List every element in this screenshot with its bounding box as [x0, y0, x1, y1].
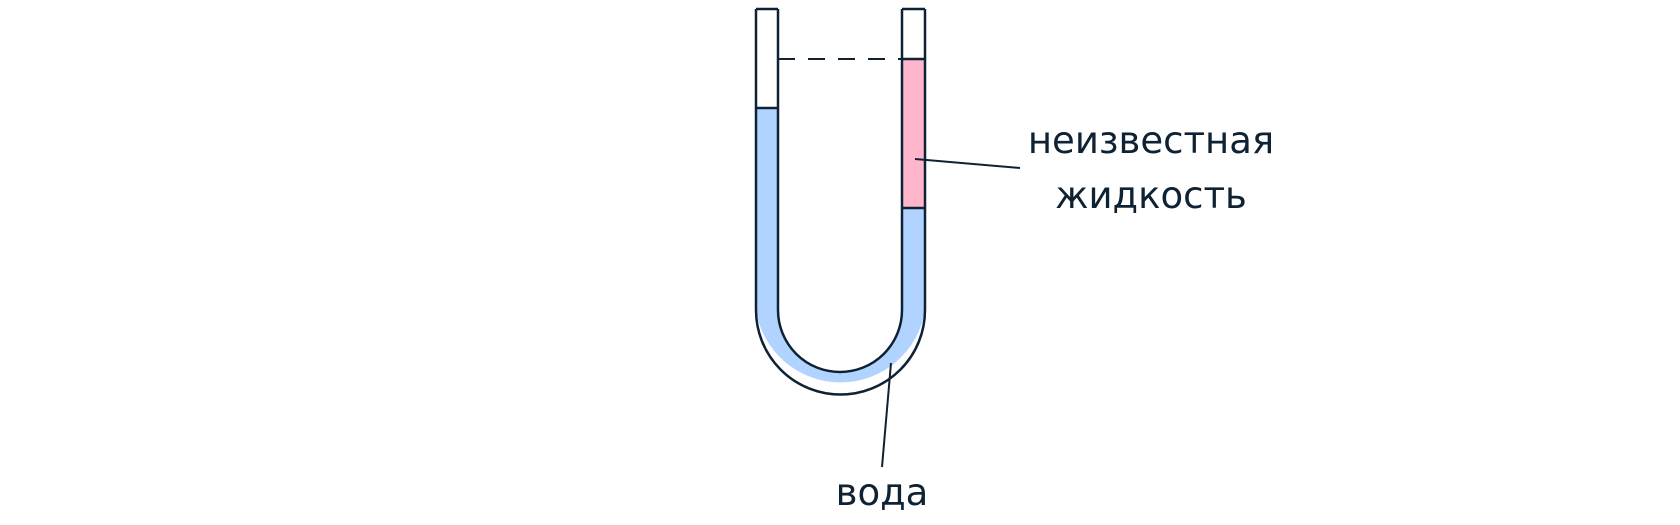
water-leader [881, 362, 892, 468]
unknown-liquid-fill [902, 59, 925, 208]
unknown-liquid-label-line2: жидкость [1055, 174, 1247, 217]
water-fill [756, 108, 925, 383]
tube-inner-wall [776, 9, 904, 374]
unknown-liquid-leader [914, 158, 1021, 169]
tube-outer-wall [754, 9, 927, 396]
unknown-liquid-label-line1: неизвестная [1028, 119, 1274, 162]
water-label: вода [836, 471, 929, 514]
